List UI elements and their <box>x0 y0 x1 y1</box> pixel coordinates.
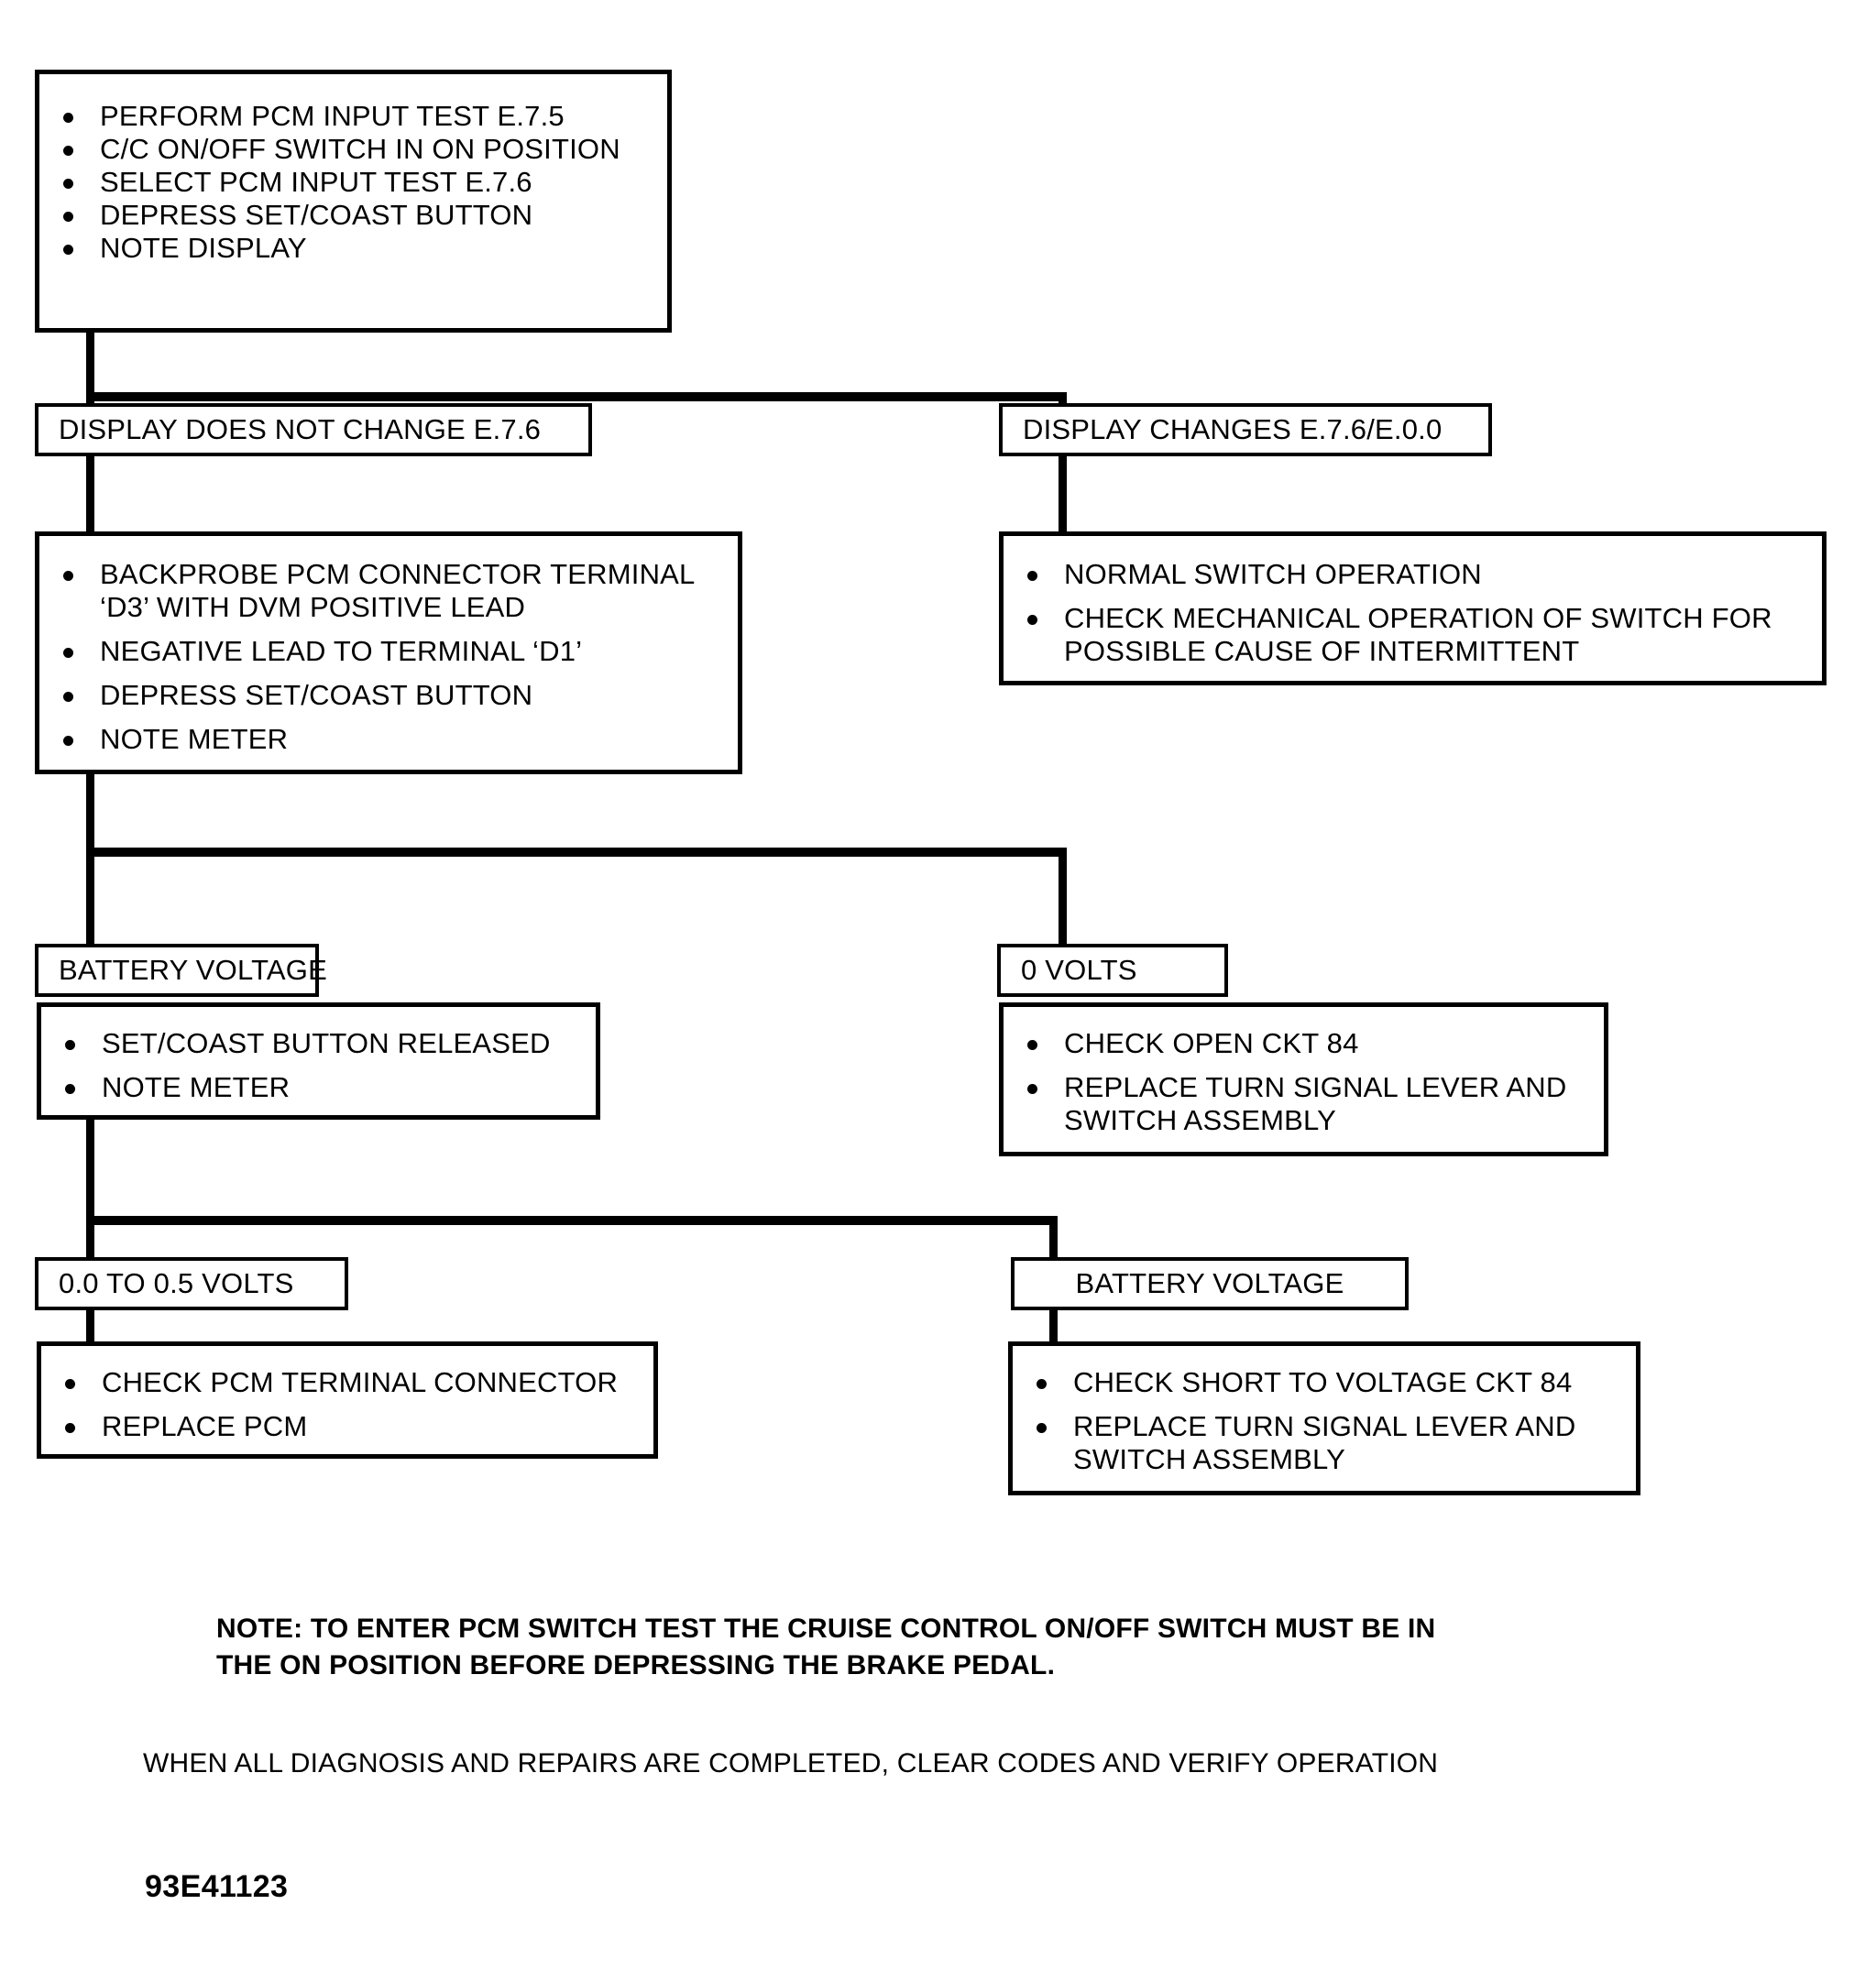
check-open-bullet-list: CHECK OPEN CKT 84 REPLACE TURN SIGNAL LE… <box>1004 1027 1604 1137</box>
list-item: CHECK OPEN CKT 84 <box>1004 1027 1604 1060</box>
node-check-open-ckt[interactable]: CHECK OPEN CKT 84 REPLACE TURN SIGNAL LE… <box>999 1002 1608 1156</box>
connector-display-changes-to-normal <box>1059 449 1067 531</box>
connector-start-to-branch1 <box>86 328 94 399</box>
list-item: NORMAL SWITCH OPERATION <box>1004 558 1822 591</box>
list-item: SELECT PCM INPUT TEST E.7.6 <box>39 166 667 199</box>
part-number: 93E41123 <box>145 1869 289 1904</box>
set-coast-bullet-list: SET/COAST BUTTON RELEASED NOTE METER <box>41 1027 596 1104</box>
connector-set-coast-to-branch3 <box>86 1120 94 1225</box>
list-item: NOTE DISPLAY <box>39 232 667 265</box>
list-item: NEGATIVE LEAD TO TERMINAL ‘D1’ <box>39 635 738 668</box>
node-set-coast-released[interactable]: SET/COAST BUTTON RELEASED NOTE METER <box>37 1002 600 1120</box>
list-item: NOTE METER <box>41 1071 596 1104</box>
list-item: REPLACE TURN SIGNAL LEVER AND SWITCH ASS… <box>1004 1071 1604 1137</box>
normal-switch-bullet-list: NORMAL SWITCH OPERATION CHECK MECHANICAL… <box>1004 558 1822 668</box>
list-item: CHECK SHORT TO VOLTAGE CKT 84 <box>1013 1366 1636 1399</box>
list-item: CHECK PCM TERMINAL CONNECTOR <box>41 1366 653 1399</box>
node-label: BATTERY VOLTAGE <box>1075 1267 1344 1299</box>
check-short-bullet-list: CHECK SHORT TO VOLTAGE CKT 84 REPLACE TU… <box>1013 1366 1636 1476</box>
list-item: NOTE METER <box>39 723 738 756</box>
branch-bar-3 <box>86 1216 1058 1225</box>
connector-backprobe-to-branch2 <box>86 774 94 857</box>
node-check-pcm[interactable]: CHECK PCM TERMINAL CONNECTOR REPLACE PCM <box>37 1341 658 1459</box>
list-item: C/C ON/OFF SWITCH IN ON POSITION <box>39 133 667 166</box>
connector-display-no-change-to-backprobe <box>86 449 94 531</box>
node-label: 0 VOLTS <box>1021 954 1137 986</box>
node-label: DISPLAY DOES NOT CHANGE E.7.6 <box>59 413 542 445</box>
branch-bar-2 <box>86 848 1067 857</box>
list-item: REPLACE PCM <box>41 1410 653 1443</box>
list-item: CHECK MECHANICAL OPERATION OF SWITCH FOR… <box>1004 602 1822 668</box>
initial-test-bullet-list: PERFORM PCM INPUT TEST E.7.5 C/C ON/OFF … <box>39 100 667 265</box>
node-zero-volts[interactable]: 0 VOLTS <box>997 944 1228 997</box>
connector-branch2-to-right <box>1059 848 1067 944</box>
list-item: DEPRESS SET/COAST BUTTON <box>39 679 738 712</box>
node-backprobe-procedure[interactable]: BACKPROBE PCM CONNECTOR TERMINAL ‘D3’ WI… <box>35 531 742 774</box>
node-display-does-not-change[interactable]: DISPLAY DOES NOT CHANGE E.7.6 <box>35 403 592 456</box>
node-label: DISPLAY CHANGES E.7.6/E.0.0 <box>1023 413 1443 445</box>
node-label: BATTERY VOLTAGE <box>59 954 327 986</box>
note-text: NOTE: TO ENTER PCM SWITCH TEST THE CRUIS… <box>216 1614 1436 1680</box>
branch-bar-1 <box>86 392 1067 401</box>
node-battery-voltage-second[interactable]: BATTERY VOLTAGE <box>1011 1257 1409 1310</box>
list-item: PERFORM PCM INPUT TEST E.7.5 <box>39 100 667 133</box>
node-normal-switch-operation[interactable]: NORMAL SWITCH OPERATION CHECK MECHANICAL… <box>999 531 1827 685</box>
backprobe-bullet-list: BACKPROBE PCM CONNECTOR TERMINAL ‘D3’ WI… <box>39 558 738 756</box>
node-label: 0.0 TO 0.5 VOLTS <box>59 1267 294 1299</box>
node-check-short[interactable]: CHECK SHORT TO VOLTAGE CKT 84 REPLACE TU… <box>1008 1341 1640 1495</box>
list-item: DEPRESS SET/COAST BUTTON <box>39 199 667 232</box>
node-display-changes[interactable]: DISPLAY CHANGES E.7.6/E.0.0 <box>999 403 1492 456</box>
node-volts-range[interactable]: 0.0 TO 0.5 VOLTS <box>35 1257 348 1310</box>
node-initial-test-procedure[interactable]: PERFORM PCM INPUT TEST E.7.5 C/C ON/OFF … <box>35 70 672 333</box>
check-pcm-bullet-list: CHECK PCM TERMINAL CONNECTOR REPLACE PCM <box>41 1366 653 1443</box>
closing-instruction-text: WHEN ALL DIAGNOSIS AND REPAIRS ARE COMPL… <box>143 1748 1439 1778</box>
list-item: REPLACE TURN SIGNAL LEVER AND SWITCH ASS… <box>1013 1410 1636 1476</box>
node-battery-voltage-first[interactable]: BATTERY VOLTAGE <box>35 944 327 997</box>
list-item: BACKPROBE PCM CONNECTOR TERMINAL ‘D3’ WI… <box>39 558 738 624</box>
list-item: SET/COAST BUTTON RELEASED <box>41 1027 596 1060</box>
connector-branch2-to-left <box>86 848 94 944</box>
